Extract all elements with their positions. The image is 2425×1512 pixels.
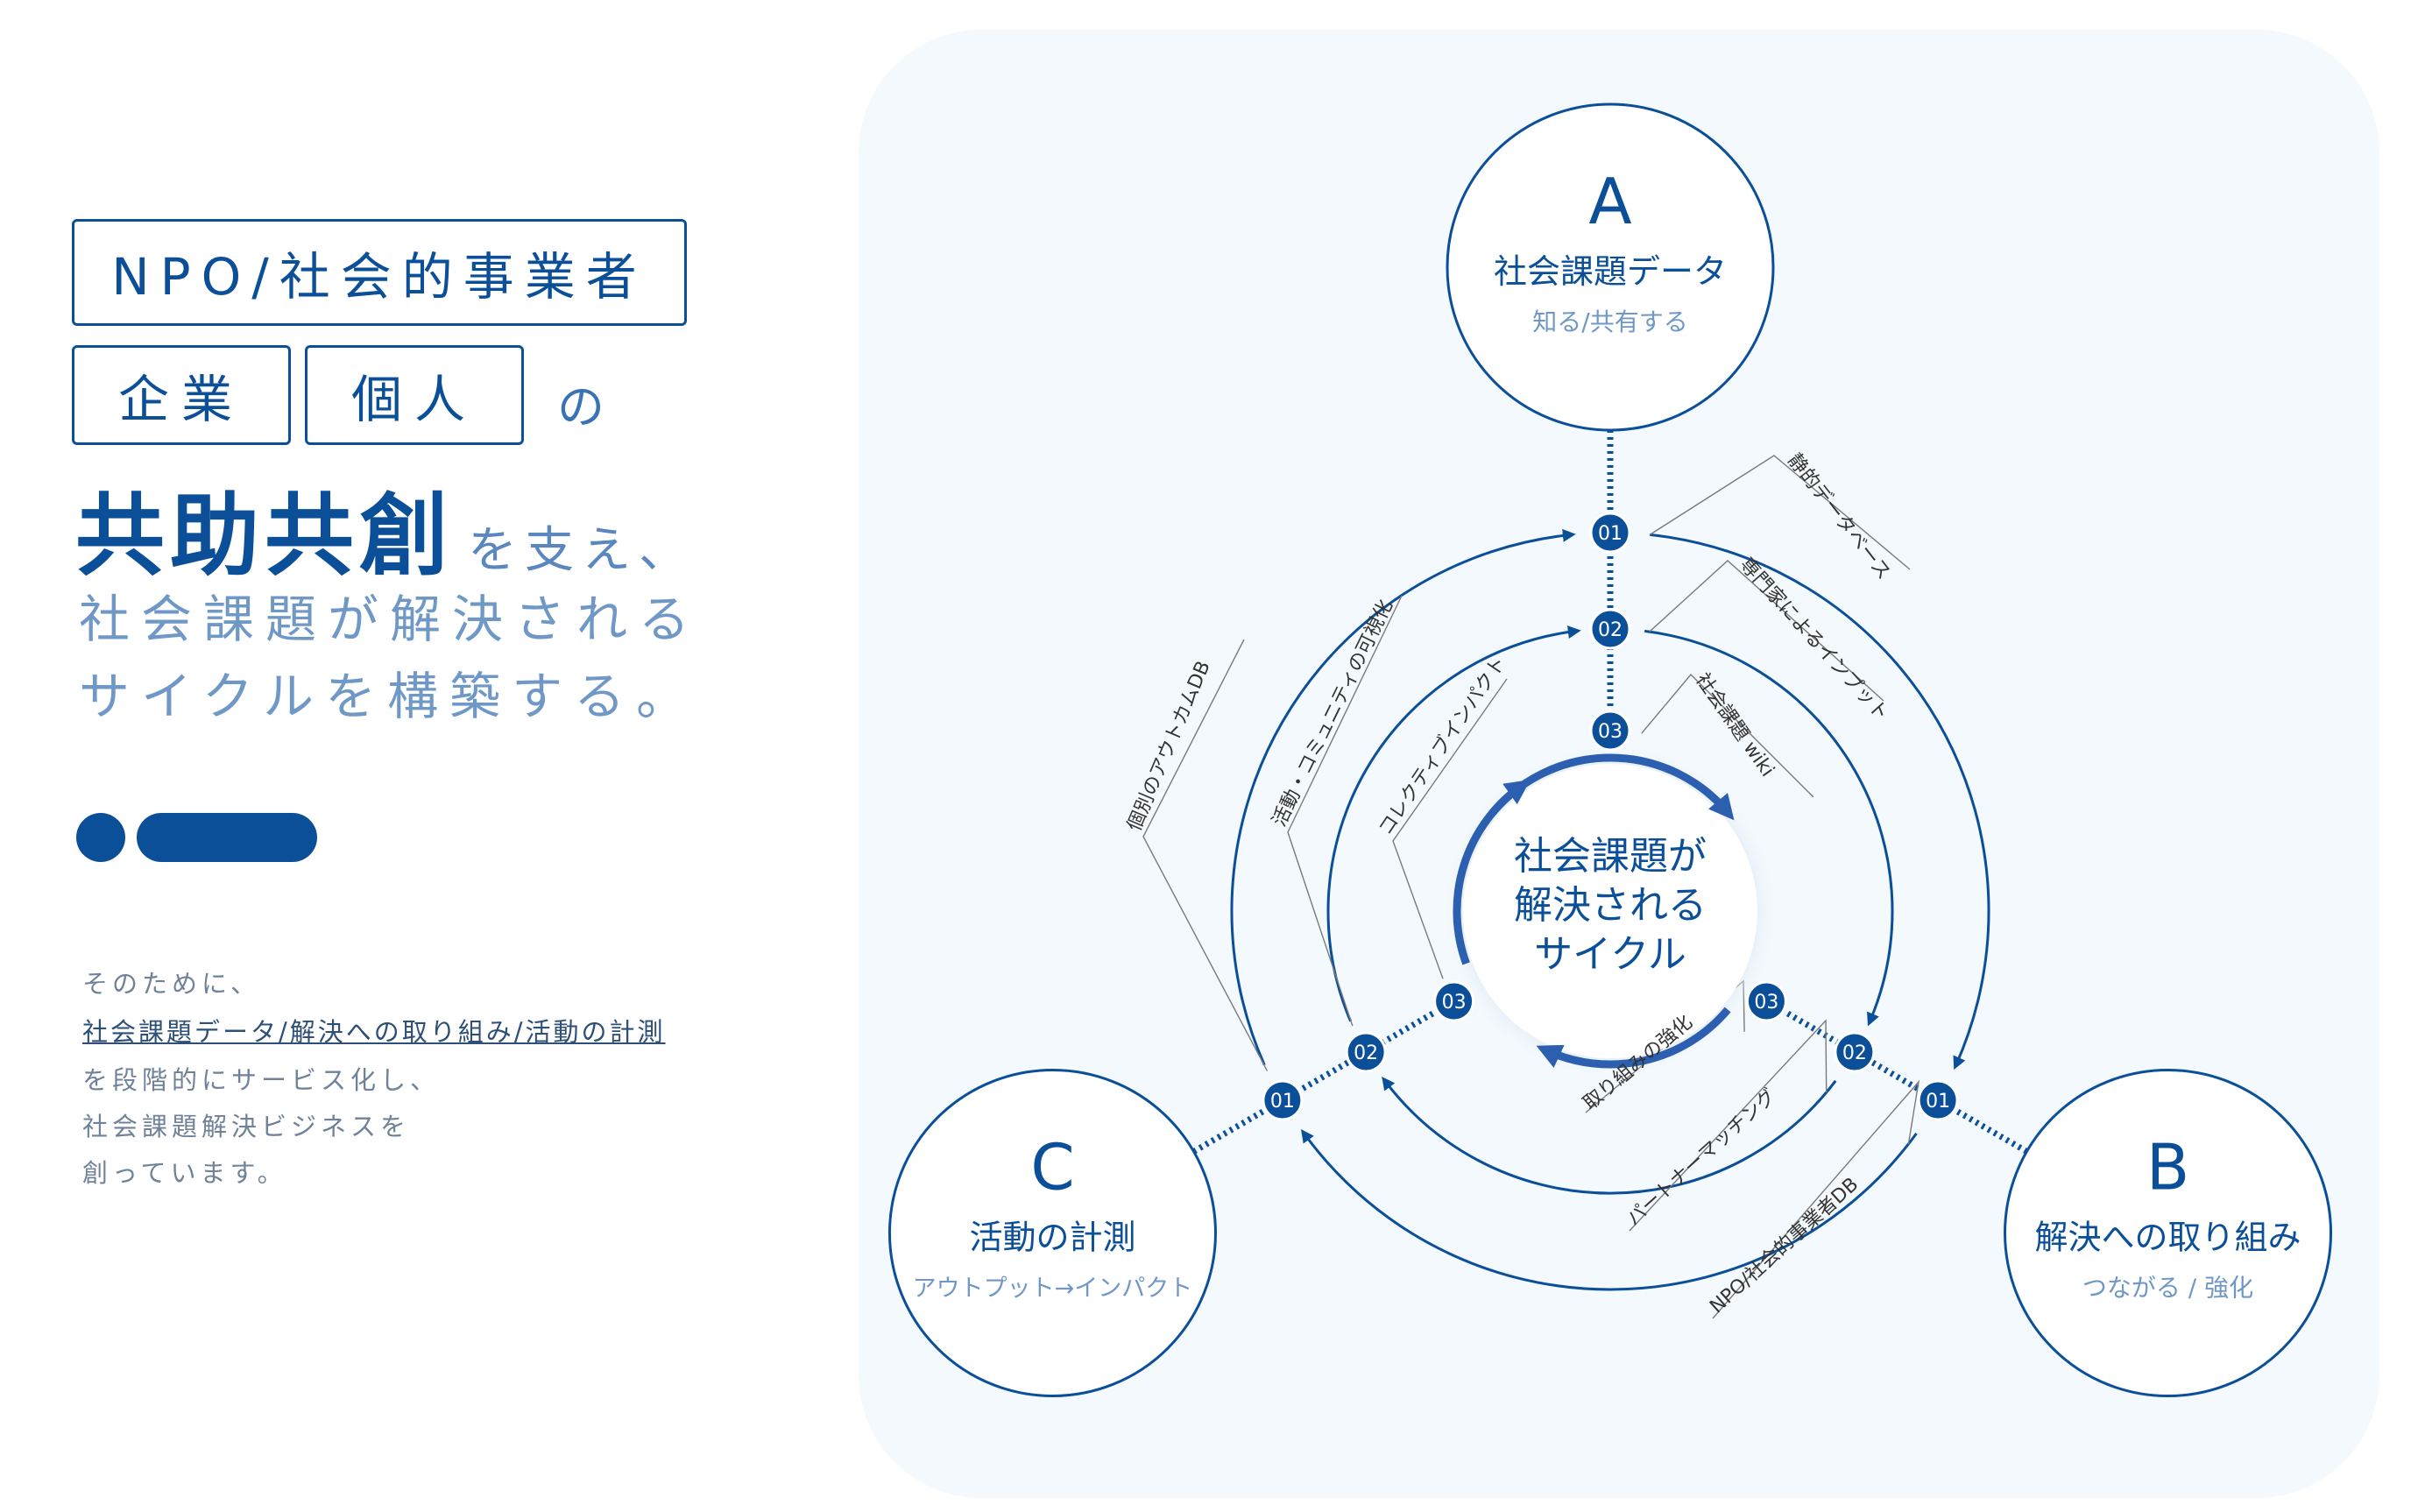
node-b-letter: B — [2146, 1131, 2189, 1205]
headline: 共助共創を支え、 — [75, 464, 696, 593]
badge-c-3-label: 03 — [1442, 992, 1467, 1014]
leader-a1 — [1649, 455, 1911, 570]
center-title-line-2: 解決される — [1514, 883, 1707, 928]
node-a-subtitle: 知る/共有する — [1532, 307, 1687, 336]
badge-b-2-label: 02 — [1842, 1042, 1867, 1064]
annotation-leader-lines — [1142, 455, 1920, 1319]
leader-c2 — [1287, 595, 1403, 1027]
leader-a2 — [1649, 560, 1884, 702]
node-b-circle — [2004, 1069, 2333, 1397]
node-b-title: 解決への取り組み — [2035, 1219, 2301, 1257]
node-c-circle — [887, 1069, 1217, 1397]
tag-npo-label: NPO/社会的事業者 — [111, 247, 647, 307]
decorative-bar — [137, 813, 317, 862]
level-badges: 01 02 03 01 02 03 01 02 03 — [1262, 512, 1959, 1121]
spoke-b — [1764, 998, 2029, 1155]
body-line-1: そのために、 — [82, 969, 261, 999]
badge-c-3 — [1433, 980, 1475, 1022]
spoke-c — [1191, 998, 1456, 1155]
badge-c-1 — [1262, 1079, 1304, 1121]
ring-1-arc-a-b — [1650, 533, 1990, 1070]
center-arrow-left — [1453, 779, 1531, 965]
badge-b-2 — [1834, 1031, 1876, 1073]
body-line-4: 社会課題解決ビジネスを — [82, 1112, 411, 1141]
center-title-line-3: サイクル — [1534, 932, 1686, 977]
body-line-3: を段階的にサービス化し、 — [82, 1065, 441, 1095]
badge-c-1-label: 01 — [1270, 1091, 1295, 1113]
subheadline-line-1: 社会課題が解決される — [79, 590, 702, 649]
badge-b-1 — [1917, 1079, 1959, 1121]
badge-b-3-label: 03 — [1754, 992, 1778, 1014]
leader-a3 — [1641, 673, 1814, 798]
badge-a-3-label: 03 — [1598, 721, 1623, 743]
tag-person: 個人 — [305, 345, 524, 445]
tag-company: 企業 — [72, 345, 291, 445]
badge-b-3 — [1745, 980, 1787, 1022]
center-hub: 社会課題が 解決される サイクル — [1444, 745, 1777, 1077]
badge-c-2-label: 02 — [1354, 1042, 1378, 1064]
cycle-rings — [1230, 528, 1990, 1291]
leader-c1 — [1142, 639, 1269, 1071]
leader-b2 — [1629, 1019, 1828, 1232]
ring-2-arc-b-c — [1382, 1077, 1837, 1195]
tag-npo: NPO/社会的事業者 — [72, 219, 687, 326]
dotted-spokes — [1191, 430, 2029, 1155]
badge-a-1-label: 01 — [1598, 523, 1623, 545]
badge-a-2 — [1589, 608, 1631, 650]
ring-1-arc-b-c — [1300, 1129, 1918, 1291]
headline-main: 共助共創 — [75, 484, 454, 589]
intro-panel: NPO/社会的事業者 企業 個人 の 共助共創を支え、 社会課題が解決される サ… — [0, 0, 832, 1512]
badge-a-1 — [1589, 512, 1631, 554]
ring-2-arc-c-a — [1326, 625, 1581, 1022]
badge-a-2-label: 02 — [1598, 619, 1623, 641]
decorative-dot — [76, 813, 125, 862]
services-link[interactable]: 社会課題データ/解決への取り組み/活動の計測 — [82, 1017, 666, 1047]
body-line-5: 創っています。 — [82, 1158, 287, 1188]
node-c-title: 活動の計測 — [969, 1219, 1135, 1257]
badge-c-2 — [1345, 1031, 1387, 1073]
tag-company-label: 企業 — [117, 370, 244, 429]
subheadline-line-2: サイクルを構築する。 — [79, 667, 699, 726]
center-disc — [1463, 764, 1757, 1058]
center-arrow-bottom — [1536, 1007, 1731, 1069]
node-a-letter: A — [1588, 165, 1631, 238]
ring-2-arc-a-b — [1644, 629, 1894, 1027]
cycle-diagram: 社会課題が 解決される サイクル A 社会課題データ 知る/共有する B 解決へ… — [859, 30, 2379, 1498]
center-title-line-1: 社会課題が — [1514, 834, 1707, 879]
node-a-circle — [1446, 102, 1775, 432]
node-a-social-issue-data: A 社会課題データ 知る/共有する — [1446, 102, 1775, 432]
node-a-title: 社会課題データ — [1494, 252, 1727, 291]
badge-a-3 — [1589, 710, 1631, 752]
badge-b-1-label: 01 — [1926, 1091, 1950, 1113]
leader-c3 — [1392, 678, 1508, 979]
tag-person-label: 個人 — [350, 370, 477, 429]
particle-no: の — [557, 379, 604, 435]
node-b-solution-efforts: B 解決への取り組み つながる / 強化 — [2004, 1069, 2333, 1397]
ring-1-arc-c-a — [1230, 528, 1576, 1066]
node-c-activity-measurement: C 活動の計測 アウトプット→インパクト — [887, 1069, 1217, 1397]
headline-suffix: を支え、 — [468, 522, 696, 579]
node-b-subtitle: つながる / 強化 — [2082, 1274, 2253, 1303]
leader-b1 — [1712, 1079, 1920, 1319]
node-c-letter: C — [1030, 1131, 1074, 1205]
node-c-subtitle: アウトプット→インパクト — [913, 1275, 1193, 1303]
